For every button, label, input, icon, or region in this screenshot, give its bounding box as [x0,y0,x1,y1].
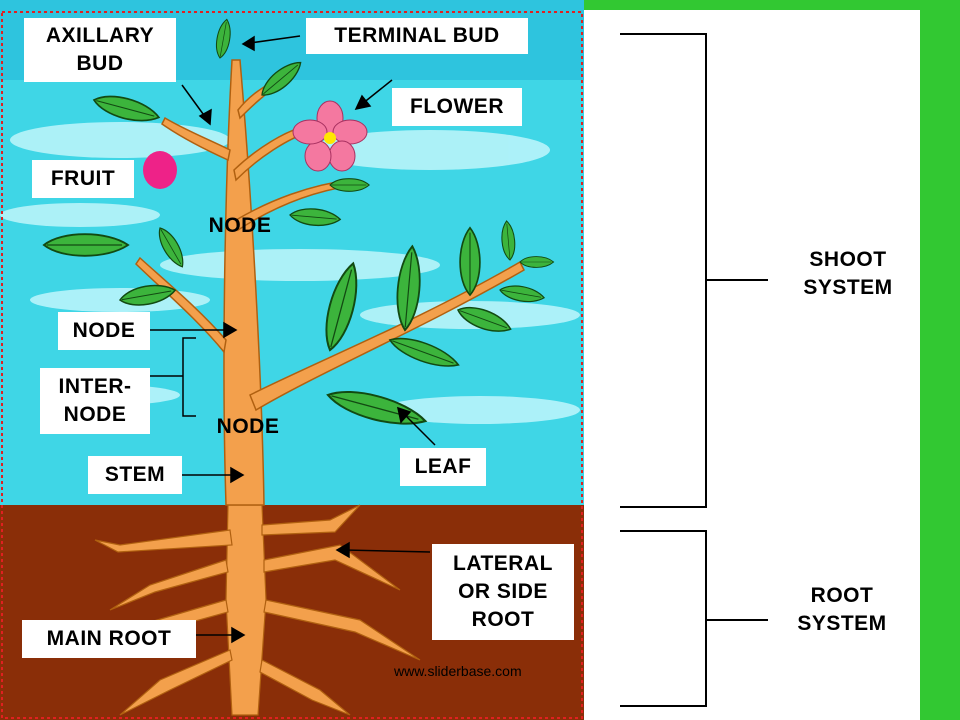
label-node-lower: NODE [216,415,280,438]
label-lateral-root: LATERAL OR SIDE ROOT [432,544,574,640]
label-root-system: ROOT SYSTEM [797,584,887,635]
root-system-bracket [620,530,707,707]
label-leaf: LEAF [400,448,486,486]
label-main-root: MAIN ROOT [22,620,196,658]
label-node-upper: NODE [208,214,272,237]
stem [135,59,525,506]
internode-bracket [182,337,196,417]
label-terminal-bud: TERMINAL BUD [306,18,528,54]
label-internode: INTER- NODE [40,368,150,434]
flower-shape [292,100,368,172]
label-flower: FLOWER [392,88,522,126]
label-axillary-bud: AXILLARY BUD [24,18,176,82]
pointer-arrows [150,35,436,644]
right-panel [584,10,920,720]
roots [39,504,421,716]
shoot-system-bracket [620,33,707,508]
image-frame [1,11,583,719]
label-shoot-system: SHOOT SYSTEM [803,248,893,299]
fruit-shape [143,151,177,189]
label-node-left: NODE [58,312,150,350]
label-stem: STEM [88,456,182,494]
credit-text: www.sliderbase.com [394,663,522,679]
label-fruit: FRUIT [32,160,134,198]
